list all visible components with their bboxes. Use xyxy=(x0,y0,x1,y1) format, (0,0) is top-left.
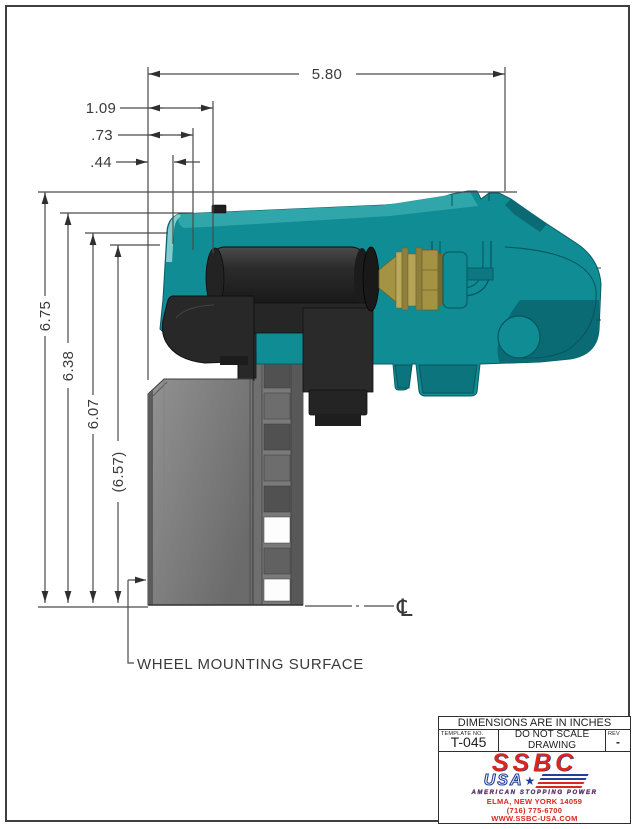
centerline-symbol: ℄ xyxy=(396,594,413,622)
scale-note-line1: DO NOT SCALE xyxy=(514,729,590,740)
dim-label-6-07: 6.07 xyxy=(85,399,102,429)
star-icon: ★ xyxy=(524,774,536,788)
template-label: TEMPLATE NO. xyxy=(441,731,484,737)
title-block: DIMENSIONS ARE IN INCHES TEMPLATE NO. T-… xyxy=(438,716,631,824)
dimension-lines xyxy=(38,67,517,664)
adjuster-assembly xyxy=(362,246,494,312)
units-note: DIMENSIONS ARE IN INCHES xyxy=(439,717,630,730)
adjuster-teal-cap xyxy=(442,251,468,309)
bracket-right-leg xyxy=(302,307,374,393)
adjuster-disc xyxy=(362,246,380,312)
dim-label-1-09: 1.09 xyxy=(86,100,116,117)
dim-label-5-80: 5.80 xyxy=(312,66,342,83)
dim-label-6-57-ref: (6.57) xyxy=(110,452,127,493)
sheet-border xyxy=(5,5,630,822)
caliper-hump-shade xyxy=(505,199,547,232)
dimension-labels: 5.80 1.09 .73 .44 6.75 6.38 6.07 (6.57) … xyxy=(37,66,413,673)
title-block-row2: TEMPLATE NO. T-045 DO NOT SCALE DRAWING … xyxy=(439,729,630,752)
rotor-hat xyxy=(147,378,303,606)
caliper-capsule-contour xyxy=(504,246,597,359)
template-number: T-045 xyxy=(450,734,487,750)
caliper-body xyxy=(159,190,602,397)
bracket-left-foot xyxy=(220,356,248,365)
rev-label: REV xyxy=(608,731,620,737)
caliper-top-face xyxy=(178,192,478,228)
dim-label-073: .73 xyxy=(91,127,113,144)
scale-note-cell: DO NOT SCALE DRAWING xyxy=(499,729,606,751)
dim-label-6-38: 6.38 xyxy=(60,351,77,381)
template-cell: TEMPLATE NO. T-045 xyxy=(439,730,499,751)
logo-stripes xyxy=(535,773,590,789)
phone-line: (716) 775-6700 xyxy=(506,805,563,815)
dim-label-6-75: 6.75 xyxy=(37,301,54,331)
bracket-left-arm xyxy=(161,295,255,381)
caliper-bottom-tab xyxy=(418,364,478,394)
address-line: ELMA, NEW YORK 14059 xyxy=(486,797,583,806)
ssbc-logo: SSBC USA ★ AMERICAN STOPPING POWER ELMA,… xyxy=(455,749,615,824)
logo-brand-text: SSBC xyxy=(491,749,578,777)
company-logo-area: SSBC USA ★ AMERICAN STOPPING POWER ELMA,… xyxy=(439,749,630,824)
scale-note-line2: DRAWING xyxy=(528,739,576,751)
caliper-bottom-tab-small xyxy=(394,364,413,389)
wheel-mounting-surface-label: WHEEL MOUNTING SURFACE xyxy=(137,656,364,673)
company-address: ELMA, NEW YORK 14059 (716) 775-6700 WWW.… xyxy=(455,797,615,824)
logo-usa-row: USA ★ xyxy=(455,772,615,789)
rev-cell: REV - xyxy=(606,730,630,751)
logo-tagline: AMERICAN STOPPING POWER xyxy=(471,790,598,796)
caliper-boss xyxy=(497,315,541,359)
bracket-right-foot xyxy=(308,389,368,416)
logo-sub-brand: USA xyxy=(483,772,524,789)
dim-label-044: .44 xyxy=(90,154,112,171)
caliper-top-tab xyxy=(211,204,227,214)
rev-value: - xyxy=(616,735,620,749)
website-line: WWW.SSBC-USA.COM xyxy=(491,814,578,823)
wheel-mounting-leader xyxy=(127,576,146,664)
adjuster-hex-nut xyxy=(421,249,439,311)
